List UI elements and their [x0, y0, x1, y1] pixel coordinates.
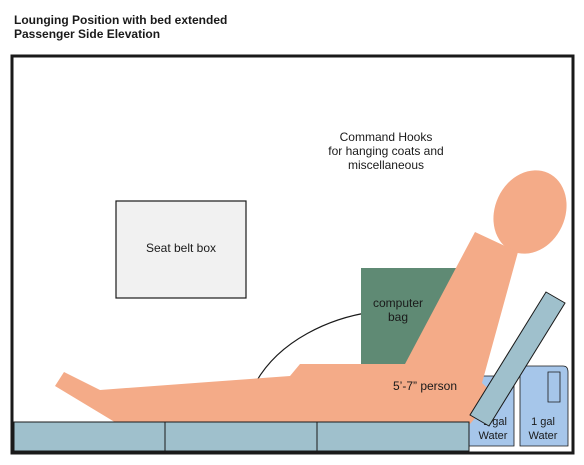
- wheel-well-arc: [255, 311, 373, 383]
- hooks-label-line-3: miscellaneous: [348, 158, 424, 172]
- water-jug-handle: [547, 371, 561, 403]
- water-right-label-line-2: Water: [529, 430, 558, 442]
- person-label: 5’-7” person: [393, 379, 457, 393]
- computer-bag-label-line-2: bag: [388, 310, 408, 324]
- person-body: [55, 232, 518, 424]
- title-line-2: Passenger Side Elevation: [14, 27, 161, 41]
- water-right-label-line-1: 1 gal: [531, 416, 555, 428]
- bed-cushion-3: [316, 421, 470, 452]
- bed-cushion-1: [13, 421, 166, 452]
- seatbelt-box: [115, 200, 247, 299]
- person-head: [493, 170, 567, 254]
- computer-bag-label-line-1: computer: [373, 296, 423, 310]
- seatbelt-box-label: Seat belt box: [146, 241, 216, 255]
- diagram-title: Lounging Position with bed extended Pass…: [14, 13, 227, 41]
- hooks-label-line-1: Command Hooks: [340, 130, 433, 144]
- bed-cushion-2: [164, 421, 318, 452]
- water-left-label-line-2: Water: [479, 430, 508, 442]
- title-line-1: Lounging Position with bed extended: [14, 13, 228, 27]
- hooks-label-line-2: for hanging coats and: [328, 144, 443, 158]
- backrest-cushion: [469, 291, 566, 427]
